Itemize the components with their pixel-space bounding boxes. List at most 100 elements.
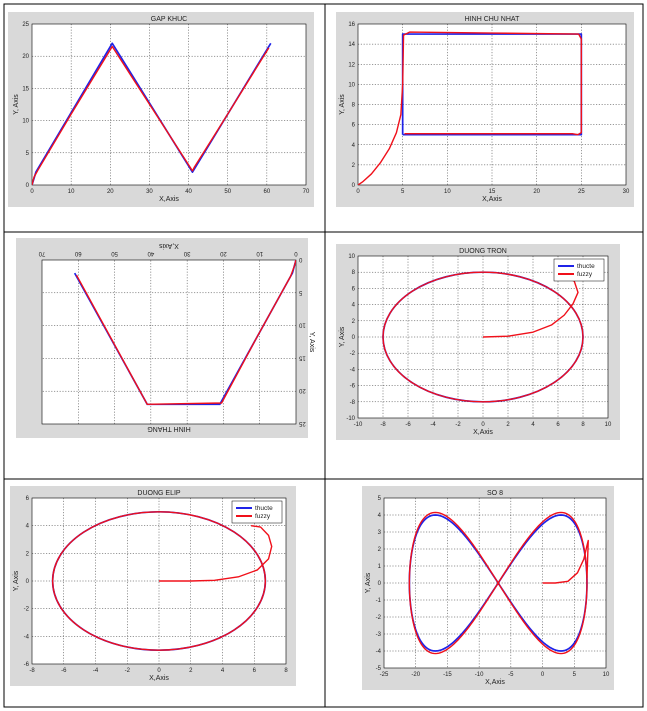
y-tick-label: -4 (376, 649, 382, 655)
y-tick-label: -4 (350, 367, 356, 373)
x-axis-label: X,Axis (482, 196, 502, 203)
y-tick-label: 0 (26, 183, 30, 189)
y-tick-label: 5 (26, 151, 30, 157)
x-tick-label: 20 (219, 250, 226, 256)
series-group (32, 42, 272, 185)
y-tick-label: 25 (298, 420, 305, 426)
y-tick-label: 4 (26, 524, 30, 530)
x-tick-label: 0 (157, 668, 161, 674)
y-tick-label: 5 (298, 289, 302, 295)
y-tick-label: 2 (352, 163, 356, 169)
x-tick-label: 6 (253, 668, 257, 674)
y-tick-label: 4 (352, 303, 356, 309)
y-axis-label: Y, Axis (13, 94, 20, 115)
x-tick-label: 10 (256, 250, 263, 256)
series-fuzzy-curve (51, 511, 267, 651)
x-tick-label: -10 (354, 422, 363, 428)
x-tick-label: 40 (185, 189, 192, 195)
x-tick-label: 4 (221, 668, 225, 674)
y-tick-label: 1 (378, 564, 382, 570)
series-group (358, 31, 583, 185)
x-tick-label: 0 (294, 250, 298, 256)
x-tick-label: 15 (489, 189, 496, 195)
chart-title: GAP KHUC (151, 16, 187, 23)
series-fuzzy-line (542, 539, 589, 584)
legend-entry-fuzzy: fuzzy (255, 513, 271, 520)
y-tick-label: 2 (378, 547, 382, 553)
x-tick-label: -4 (430, 422, 436, 428)
y-tick-label: -2 (350, 351, 356, 357)
x-tick-label: 4 (531, 422, 535, 428)
y-tick-label: 15 (298, 354, 305, 360)
series-fuzzy-line (358, 31, 583, 185)
x-tick-label: 70 (38, 250, 45, 256)
x-tick-label: 0 (30, 189, 34, 195)
x-axis-label: X,Axis (149, 675, 169, 682)
y-tick-label: 6 (352, 286, 356, 292)
y-tick-label: 0 (378, 581, 382, 587)
y-tick-label: 5 (378, 496, 382, 502)
y-tick-label: 15 (22, 86, 29, 92)
x-tick-label: -15 (443, 672, 452, 678)
x-tick-label: 30 (183, 250, 190, 256)
x-tick-label: 10 (444, 189, 451, 195)
x-tick-label: 5 (401, 189, 405, 195)
y-tick-label: 2 (26, 551, 30, 557)
series-fuzzy-curve (408, 511, 588, 655)
x-tick-label: -6 (61, 668, 67, 674)
legend-box (231, 500, 283, 524)
series-group (73, 260, 296, 406)
x-tick-label: 8 (581, 422, 585, 428)
y-tick-label: -3 (376, 632, 382, 638)
x-tick-label: 2 (506, 422, 510, 428)
x-tick-label: 60 (264, 189, 271, 195)
y-tick-label: 4 (352, 143, 356, 149)
x-tick-label: 0 (356, 189, 360, 195)
y-tick-label: -4 (24, 634, 30, 640)
x-tick-label: 10 (68, 189, 75, 195)
series-fuzzy-line (159, 524, 273, 582)
series-fuzzy-curve (382, 271, 584, 403)
y-tick-label: 0 (352, 335, 356, 341)
series-group (382, 271, 584, 403)
x-tick-label: 50 (111, 250, 118, 256)
y-tick-label: 3 (378, 530, 382, 536)
y-tick-label: 6 (26, 496, 30, 502)
y-tick-label: -2 (24, 607, 30, 613)
series-fuzzy-line (75, 260, 296, 406)
legend-entry-thucte: thucte (577, 263, 595, 270)
y-tick-label: 6 (352, 123, 356, 129)
y-axis-label: Y, Axis (339, 94, 346, 115)
x-tick-label: 20 (533, 189, 540, 195)
legend-box (553, 258, 605, 282)
series-group (51, 510, 273, 652)
x-tick-label: -4 (93, 668, 99, 674)
x-tick-label: 25 (578, 189, 585, 195)
y-tick-label: -2 (376, 615, 382, 621)
y-tick-label: -10 (346, 416, 355, 422)
x-axis-label: X,Axis (485, 679, 505, 686)
x-tick-label: -8 (380, 422, 386, 428)
x-tick-label: 6 (556, 422, 560, 428)
x-tick-label: 10 (605, 422, 612, 428)
y-axis-label: Y, Axis (365, 572, 372, 593)
y-tick-label: 10 (348, 82, 355, 88)
x-tick-label: -8 (29, 668, 35, 674)
x-tick-label: 10 (603, 672, 610, 678)
series-fuzzy-line (32, 45, 270, 185)
y-axis-label: Y, Axis (308, 332, 315, 353)
y-tick-label: 16 (348, 22, 355, 28)
y-tick-label: -1 (376, 598, 382, 604)
y-tick-label: 4 (378, 513, 382, 519)
